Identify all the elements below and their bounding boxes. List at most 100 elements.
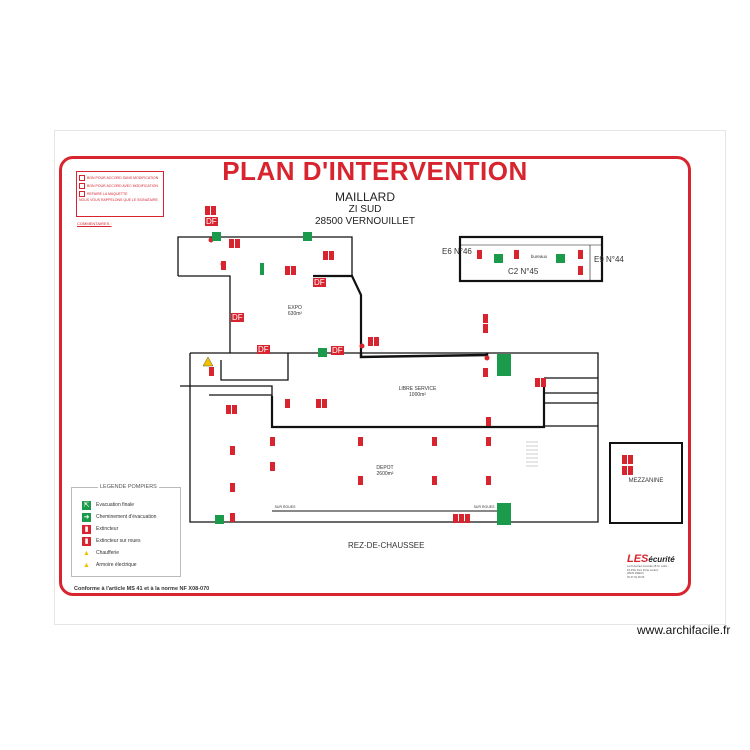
df-label: DF [331,346,344,355]
logo-line: 28100 DREUX [627,572,645,576]
room-name: DEPOT [376,465,394,471]
extinguisher-icon [477,250,482,259]
stairs [526,441,538,467]
extinguisher-icon [578,266,583,275]
extinguisher-icon [374,337,379,346]
legend-label: Extincteur [96,526,119,532]
extinguisher-icon [486,437,491,446]
stamp-item: NOUS VOUS RAPPELONS QUE LE SIGNATAIRE [79,198,158,202]
sur-roues-label: SUR ROUES [473,505,495,509]
extinguisher-icon [358,476,363,485]
wall [189,386,599,523]
logo-line: 02 37 62 39 96 [627,575,645,579]
extinguisher-icon [230,513,235,522]
extinguisher-icon [230,446,235,455]
room-area: 2600m² [376,471,394,477]
wall [180,385,273,396]
legend-title: LEGENDE POMPIERS [98,484,159,490]
comments-label: COMMENTAIRES : [77,221,112,226]
electric-warning-icon: ▲ [83,561,90,569]
sur-roues-label: SUR ROUES [274,505,296,509]
annex-label-e9: E9 N°44 [594,255,624,264]
alarm-icon [220,261,226,267]
logo-line: ZA Pôle Parc Porte Leclerc [627,568,659,572]
extinguisher-icon [230,483,235,492]
extinguisher-icon [483,314,488,323]
extinguisher-icon [291,266,296,275]
legend: LEGENDE POMPIERS ⇱Evacuation finale ➜ Che… [71,484,181,577]
extinguisher-icon [358,437,363,446]
wall [178,275,231,353]
watermark-link[interactable]: www.archifacile.fr [637,623,731,637]
legend-item: ▮Extincteur sur roues [82,536,140,546]
extinguisher-icon [226,405,231,414]
logo-brand-suffix: écurité [648,555,675,564]
extinguisher-icon [205,206,210,215]
room-libre-service: LIBRE SERVICE 1000m² [390,386,445,398]
extinguisher-icon [322,399,327,408]
stamp-item: REFAIRE LA MAQUETTE [87,192,128,196]
mezzanine-outline [609,442,683,524]
legend-label: Chaufferie [96,550,119,556]
extinguisher-icon [209,367,214,376]
extinguisher-icon [323,251,328,260]
legend-label: Evacuation finale [96,502,135,508]
annex-label-c2: C2 N°45 [508,267,539,276]
extinguisher-icon [229,239,234,248]
extinguisher-icon [459,514,464,523]
stamp-item: BON POUR ACCORD SANS MODIFICATION [87,176,159,180]
legend-label: Cheminement d'évacuation [96,514,157,520]
df-label: DF [205,217,218,226]
wall [177,236,353,276]
room-mezzanine: MEZZANINE [628,478,664,484]
alarm-points [208,237,490,361]
extinguisher-icon [483,368,488,377]
exit-arrow-icon [212,232,221,241]
exit-arrow-icon [318,348,327,357]
extinguisher-icon [628,466,633,475]
alarm-icon [484,355,490,361]
df-label: DF [257,345,270,354]
extinguisher-icon [285,266,290,275]
extinguishers [205,206,633,523]
legend-label: Armoire électrique [96,562,137,568]
room-name: LIBRE SERVICE [398,386,437,392]
boiler-warning-icon: ▲ [83,549,90,557]
logo-line: La Protection incendie 28 St. Lubin... [627,565,670,568]
approval-stamp: BON POUR ACCORD SANS MODIFICATION BON PO… [76,171,164,217]
extinguisher-icon [329,251,334,260]
exits [212,232,565,525]
wall [359,353,489,359]
annex-label-e6: E6 N°46 [442,247,472,256]
legend-item: ⇱Evacuation finale [82,500,134,510]
boiler-warning-icon [202,356,214,367]
plan-title: PLAN D'INTERVENTION [222,156,528,186]
extinguisher-icon [535,378,540,387]
arrow-right-icon: ➜ [82,512,91,522]
stamp-item: BON POUR ACCORD AVEC MODIFICATION [87,184,158,188]
wheeled-extinguisher-icon: ▮ [82,536,91,546]
extinguisher-icon [628,455,633,464]
room-depot: DEPOT 2600m² [365,465,405,477]
plan-sheet [54,130,726,625]
extinguisher-icon [316,399,321,408]
alarm-icon [359,343,365,349]
exit-arrow-icon [303,232,312,241]
extinguisher-icon [232,405,237,414]
logo-brand-main: LES [627,553,649,565]
extinguisher-icon [486,476,491,485]
room-area: 630m² [287,311,303,317]
exit-arrow-icon [556,254,565,263]
exit-arrow-icon [494,254,503,263]
extinguisher-icon [211,206,216,215]
extinguisher-icon [483,324,488,333]
extinguisher-icon [622,466,627,475]
extinguisher-icon [432,476,437,485]
wall [313,274,363,353]
df-label: DF [313,278,326,287]
extinguisher-icon [514,250,519,259]
extinguisher-icon [578,250,583,259]
extinguisher-icon [465,514,470,523]
legend-item: ▲ Armoire électrique [82,560,137,570]
